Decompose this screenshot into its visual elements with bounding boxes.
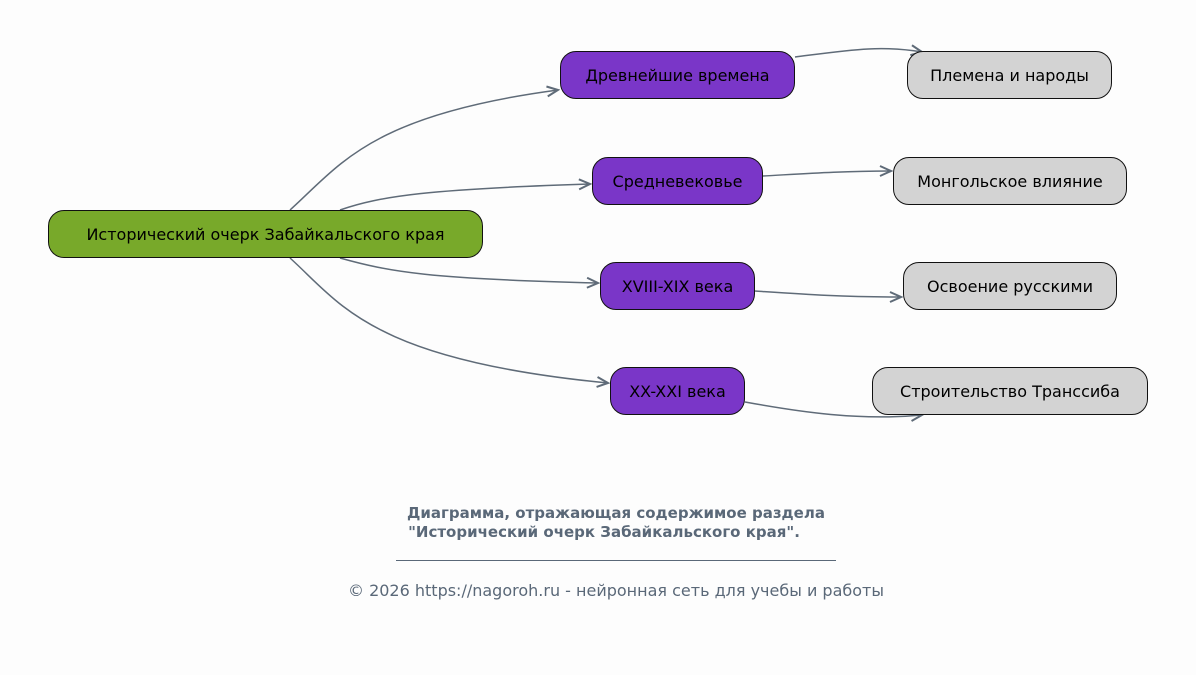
root-node: Исторический очерк Забайкальского края	[48, 210, 483, 258]
edge-root-branch-3	[339, 257, 598, 283]
caption-line-2: "Исторический очерк Забайкальского края"…	[408, 523, 800, 541]
edge-root-branch-4	[289, 257, 608, 383]
leaf-node: Монгольское влияние	[893, 157, 1127, 205]
edge-root-branch-1	[289, 90, 558, 211]
branch-node: Средневековье	[592, 157, 763, 205]
branch-node: XX-XXI века	[610, 367, 745, 415]
edge-branch-3-leaf	[754, 290, 901, 297]
leaf-node: Строительство Транссиба	[872, 367, 1148, 415]
branch-node: Древнейшие времена	[560, 51, 795, 99]
divider	[396, 560, 836, 561]
edge-branch-1-leaf	[794, 49, 922, 58]
edge-branch-2-leaf	[762, 171, 891, 176]
edge-root-branch-2	[339, 184, 590, 211]
leaf-node: Освоение русскими	[903, 262, 1117, 310]
caption-line-1: Диаграмма, отражающая содержимое раздела	[407, 504, 825, 522]
leaf-node: Племена и народы	[907, 51, 1112, 99]
edge-branch-4-leaf	[744, 401, 922, 417]
footer-copyright: © 2026 https://nagoroh.ru - нейронная се…	[347, 581, 884, 600]
branch-node: XVIII-XIX века	[600, 262, 755, 310]
